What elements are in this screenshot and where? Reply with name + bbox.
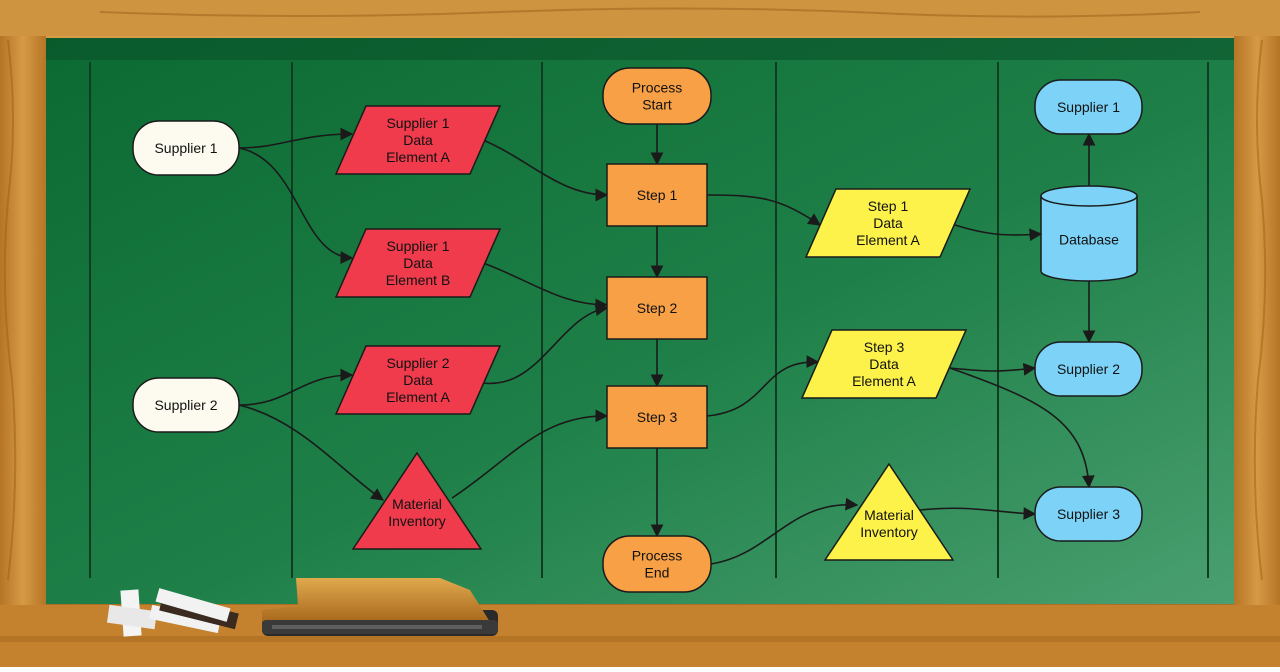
node-label: Material [392,496,442,512]
node-label: Supplier 1 [154,140,217,156]
node-label: Element A [856,232,920,248]
node-label: End [645,565,670,581]
node-label: Supplier 1 [386,115,449,131]
connector-step3_data-to-s3_right [949,367,1095,489]
connector-s1_left-to-s1_data_b [238,147,354,264]
connector-s1_data_a-to-step1 [482,139,609,202]
connector-step1_data-to-database [954,224,1043,242]
connector-layer [238,124,1096,565]
node-label: Element A [386,149,450,165]
node-label: Supplier 2 [386,355,449,371]
connector-s1_data_b-to-step2 [482,262,609,312]
connector-proc_end-to-mat_inv_yellow [710,497,859,565]
node-label: Step 3 [637,409,678,425]
connector-s2_data_a-to-step2 [482,303,609,385]
node-label: Element A [386,389,450,405]
node-label: Supplier 1 [1057,99,1120,115]
connector-step3_data-to-s2_right [949,362,1037,376]
node-label: Process [632,80,683,96]
node-label: Supplier 2 [154,397,217,413]
node-label: Step 1 [637,187,678,203]
connector-mat_inv_yellow-to-s3_right [919,507,1037,520]
node-label: Element A [852,373,916,389]
node-s2-left[interactable]: Supplier 2 [132,377,240,433]
chalk-pieces [106,588,239,637]
connector-step3-to-step3_data [706,355,820,417]
node-label: Material [864,507,914,523]
connector-s1_left-to-s1_data_a [238,127,354,149]
node-label: Inventory [860,524,918,540]
node-label: Supplier 3 [1057,506,1120,522]
node-step2[interactable]: Step 2 [606,276,708,340]
node-label: Element B [386,272,451,288]
node-label: Step 3 [864,339,905,355]
node-s2-right[interactable]: Supplier 2 [1034,341,1143,397]
node-s1-left[interactable]: Supplier 1 [132,120,240,176]
node-label: Data [403,255,433,271]
connector-step1-to-step1_data [706,194,822,226]
connector-mat_inv_red-to-step3 [451,409,609,499]
node-label: Start [642,97,672,113]
node-label: Data [869,356,899,372]
node-label: Data [403,132,433,148]
node-label: Supplier 2 [1057,361,1120,377]
node-label: Step 2 [637,300,678,316]
node-label: Supplier 1 [386,238,449,254]
chalk-eraser [262,578,498,636]
connector-s2_left-to-s2_data_a [238,368,354,406]
node-label: Process [632,548,683,564]
swimlane-dividers [89,62,1209,578]
node-step3[interactable]: Step 3 [606,385,708,449]
node-s3-right[interactable]: Supplier 3 [1034,486,1143,542]
node-label: Step 1 [868,198,909,214]
node-label: Data [403,372,433,388]
node-database[interactable]: Database [1040,185,1138,282]
node-label: Data [873,215,903,231]
node-label: Inventory [388,513,446,529]
node-step1[interactable]: Step 1 [606,163,708,227]
node-label: Database [1059,232,1119,248]
node-s1-right[interactable]: Supplier 1 [1034,79,1143,135]
connector-s2_left-to-mat_inv_red [238,404,385,501]
